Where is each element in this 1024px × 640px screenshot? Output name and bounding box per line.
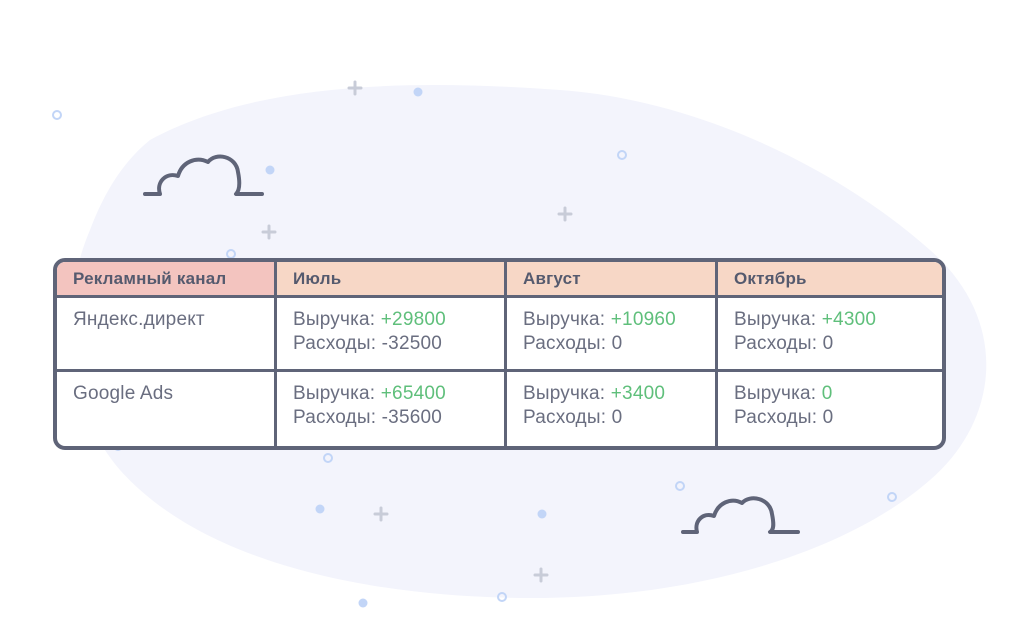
channel-name: Google Ads	[57, 372, 277, 446]
expense-line: Расходы: -35600	[293, 407, 443, 428]
expense-line: Расходы: -32500	[293, 333, 443, 354]
cloud-icon	[681, 496, 800, 534]
channel-name: Яндекс.директ	[57, 298, 277, 372]
table-cell: Выручка: 0 Расходы: 0	[718, 372, 942, 446]
revenue-value: +4300	[821, 309, 877, 330]
revenue-label: Выручка:	[734, 309, 822, 330]
revenue-value: +10960	[610, 309, 676, 330]
revenue-value: 0	[821, 383, 833, 404]
revenue-label: Выручка:	[523, 383, 611, 404]
revenue-value: +65400	[380, 383, 446, 404]
expense-line: Расходы: 0	[734, 407, 834, 428]
revenue-line: Выручка: +65400	[293, 382, 488, 406]
ad-channels-table: Рекламный канал Июль Август Октябрь Янде…	[53, 258, 946, 450]
revenue-value: +3400	[610, 383, 666, 404]
revenue-value: +29800	[380, 309, 446, 330]
revenue-label: Выручка:	[293, 309, 381, 330]
revenue-label: Выручка:	[293, 383, 381, 404]
header-october: Октябрь	[718, 262, 942, 298]
expense-line: Расходы: 0	[734, 333, 834, 354]
expense-line: Расходы: 0	[523, 407, 623, 428]
header-august: Август	[507, 262, 718, 298]
table-cell: Выручка: +29800 Расходы: -32500	[277, 298, 507, 372]
revenue-line: Выручка: +4300	[734, 308, 926, 332]
table-cell: Выручка: +65400 Расходы: -35600	[277, 372, 507, 446]
revenue-line: Выручка: 0	[734, 382, 926, 406]
expense-line: Расходы: 0	[523, 333, 623, 354]
header-channel: Рекламный канал	[57, 262, 277, 298]
revenue-label: Выручка:	[523, 309, 611, 330]
revenue-line: Выручка: +10960	[523, 308, 699, 332]
table-cell: Выручка: +3400 Расходы: 0	[507, 372, 718, 446]
table-cell: Выручка: +10960 Расходы: 0	[507, 298, 718, 372]
cloud-icon	[143, 154, 264, 196]
revenue-label: Выручка:	[734, 383, 822, 404]
table-cell: Выручка: +4300 Расходы: 0	[718, 298, 942, 372]
revenue-line: Выручка: +29800	[293, 308, 488, 332]
revenue-line: Выручка: +3400	[523, 382, 699, 406]
header-july: Июль	[277, 262, 507, 298]
